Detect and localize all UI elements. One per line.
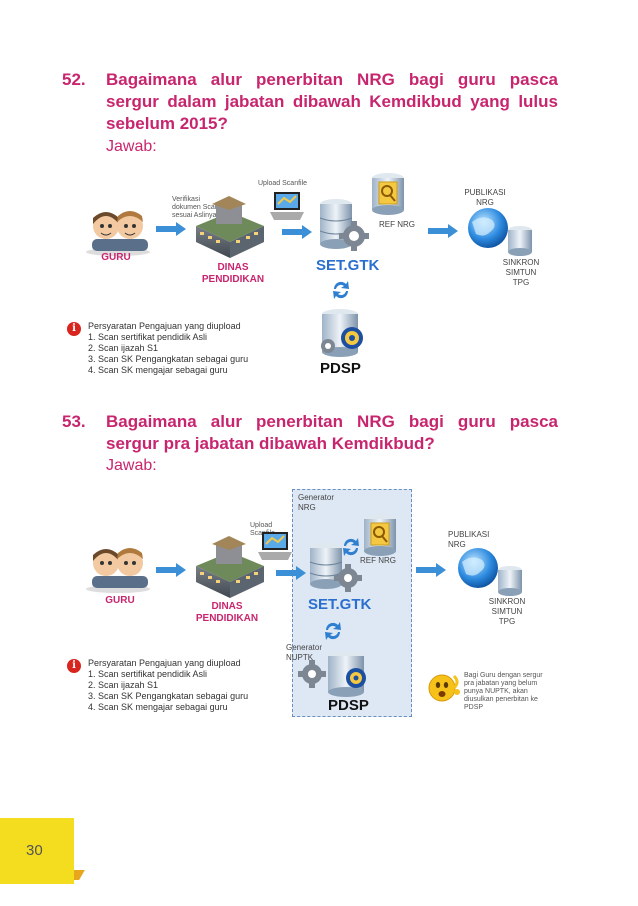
setgtk-label: SET.GTK: [316, 257, 380, 274]
question-text: Bagaimana alur penerbitan NRG bagi guru …: [106, 412, 558, 453]
sync-icon: [343, 538, 359, 556]
database-icon: [498, 566, 522, 596]
question-number: 52.: [62, 70, 86, 89]
search-doc-icon: [372, 173, 404, 215]
sinkron-label: SINKRON SIMTUN TPG: [502, 258, 540, 287]
generator-nuptk-label: Generator NUPTK: [286, 643, 323, 662]
list-item: 4. Scan SK mengajar sebagai guru: [88, 702, 228, 712]
building-icon: [196, 536, 264, 598]
answer-label: Jawab:: [106, 457, 157, 474]
laptop-icon: [270, 192, 304, 220]
info-icon: i: [67, 659, 81, 673]
gear-icon: [321, 339, 335, 353]
dinas-label: DINAS PENDIDIKAN: [201, 262, 265, 285]
arrow-icon: [156, 563, 186, 577]
database-icon: [298, 651, 366, 697]
database-icon: [508, 226, 532, 256]
teachers-icon: [86, 548, 150, 593]
globe-icon: [458, 548, 522, 596]
list-item: 1. Scan sertifikat pendidik Asli: [88, 332, 208, 342]
teachers-icon: [86, 211, 150, 256]
database-icon: [319, 199, 369, 251]
database-icon: [321, 309, 363, 357]
list-item: 3. Scan SK Pengangkatan sebagai guru: [88, 354, 249, 364]
page-number: 30: [26, 842, 43, 859]
building-icon: [196, 196, 264, 258]
requirements-title: Persyaratan Pengajuan yang diupload: [88, 321, 241, 331]
info-icon: i: [67, 322, 81, 336]
requirements-list: Persyaratan Pengajuan yang diupload 1. S…: [88, 321, 288, 376]
question-number: 53.: [62, 412, 86, 431]
globe-icon: [468, 208, 532, 256]
dinas-label: DINAS PENDIDIKAN: [195, 601, 259, 624]
sync-icon: [325, 622, 341, 640]
requirements-list: Persyaratan Pengajuan yang diupload 1. S…: [88, 658, 288, 713]
gear-icon: [334, 564, 362, 592]
guru-label: GURU: [105, 595, 135, 606]
gear-icon: [339, 221, 369, 251]
requirements-title: Persyaratan Pengajuan yang diupload: [88, 658, 241, 668]
laptop-icon: [258, 532, 292, 560]
answer-label: Jawab:: [106, 138, 157, 155]
nuptk-note: Bagi Guru dengan sergur pra jabatan yang…: [464, 672, 543, 711]
pdsp-label: PDSP: [328, 697, 369, 714]
generator-nrg-label: Generator NRG: [298, 493, 335, 512]
database-icon: [309, 543, 362, 592]
upload-note: Upload Scanfile: [258, 180, 308, 187]
list-item: 2. Scan ijazah S1: [88, 680, 159, 690]
refnrg-label: REF NRG: [360, 556, 396, 565]
sinkron-label: SINKRON SIMTUN TPG: [488, 597, 526, 626]
page-tab: [0, 818, 74, 884]
arrow-icon: [156, 222, 186, 236]
setgtk-label: SET.GTK: [308, 596, 372, 613]
question-text: Bagaimana alur penerbitan NRG bagi guru …: [106, 70, 558, 133]
search-doc-icon: [364, 514, 396, 556]
guru-label: GURU: [101, 252, 131, 263]
pdsp-label: PDSP: [320, 360, 361, 377]
sync-icon: [333, 281, 349, 299]
publikasi-label: PUBLIKASI NRG: [464, 188, 506, 207]
arrow-icon: [276, 566, 306, 580]
arrow-icon: [416, 563, 446, 577]
gear-icon: [298, 660, 326, 688]
arrow-icon: [428, 224, 458, 238]
emoji-icon: [428, 674, 460, 702]
publikasi-label: PUBLIKASI NRG: [448, 530, 490, 549]
refnrg-label: REF NRG: [379, 220, 415, 229]
verification-note: Verifikasi dokumen Scan sesuai Aslinya: [172, 196, 219, 219]
list-item: 4. Scan SK mengajar sebagai guru: [88, 365, 228, 375]
arrow-icon: [282, 225, 312, 239]
list-item: 2. Scan ijazah S1: [88, 343, 159, 353]
list-item: 1. Scan sertifikat pendidik Asli: [88, 669, 208, 679]
list-item: 3. Scan SK Pengangkatan sebagai guru: [88, 691, 249, 701]
